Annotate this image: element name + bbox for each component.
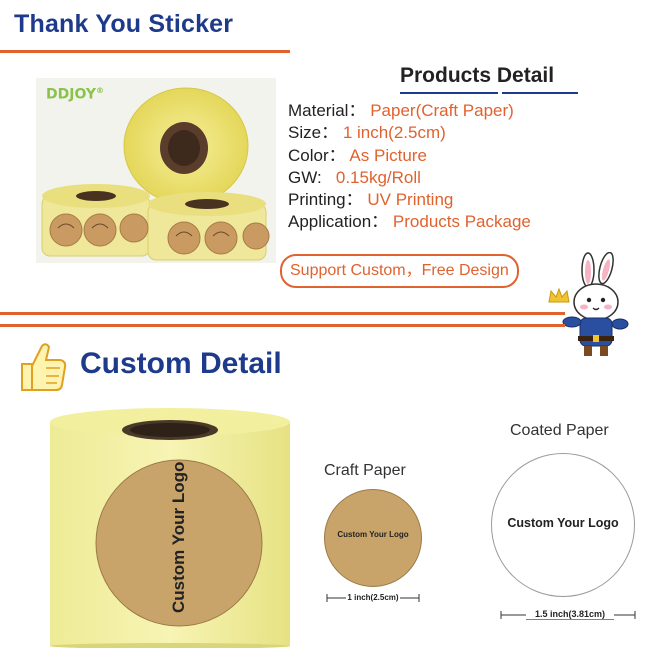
thumbs-up-icon (16, 338, 68, 394)
page-title: Thank You Sticker (14, 10, 234, 38)
coated-logo-placeholder: Custom Your Logo (507, 516, 619, 530)
detail-value: Paper(Craft Paper) (370, 101, 514, 120)
craft-paper-sticker: Custom Your Logo (324, 489, 422, 587)
detail-row-application: Application： Products Package (288, 211, 531, 233)
detail-label: Color： (288, 145, 346, 165)
products-detail-heading-part2: Detail (496, 64, 555, 87)
header-divider (0, 50, 290, 53)
products-detail-heading: Products Detail (400, 64, 554, 88)
detail-row-color: Color： As Picture (288, 145, 531, 167)
detail-value: Products Package (392, 212, 531, 232)
products-detail-list: Material： Paper(Craft Paper) Size： 1 inc… (288, 100, 531, 234)
sticker-rolls-illustration (41, 87, 270, 261)
craft-logo-placeholder: Custom Your Logo (337, 530, 409, 539)
detail-label: Application： (288, 212, 389, 232)
detail-label: Size： (288, 123, 339, 143)
coated-paper-sticker: Custom Your Logo (491, 453, 635, 597)
crown-icon (548, 287, 570, 309)
detail-label: Material： (288, 101, 366, 120)
brand-registered-mark: ® (96, 86, 104, 95)
detail-label: GW: (288, 167, 322, 187)
detail-row-material: Material： Paper(Craft Paper) (288, 100, 531, 122)
craft-paper-label: Craft Paper (324, 462, 406, 479)
custom-detail-title: Custom Detail (80, 347, 282, 380)
craft-dimension-marker: 1 inch(2.5cm) (326, 592, 420, 604)
detail-value: 0.15kg/Roll (335, 167, 421, 187)
detail-label: Printing： (288, 190, 363, 210)
bunny-mascot-icon (548, 251, 636, 362)
craft-dimension-label: 1 inch(2.5cm) (347, 593, 399, 602)
section-divider-top (0, 312, 565, 315)
heading-underline-left (400, 92, 498, 94)
product-photo: DDJOY® (36, 78, 276, 263)
section-divider-bottom (0, 324, 565, 327)
brand-logo: DDJOY® (46, 86, 104, 103)
detail-value: 1 inch(2.5cm) (342, 123, 446, 143)
coated-paper-label: Coated Paper (510, 422, 609, 439)
custom-roll-illustration: Custom Your Logo (50, 408, 290, 649)
coated-dimension-label: 1.5 inch(3.81cm) (526, 609, 614, 620)
coated-dimension-marker: 1.5 inch(3.81cm) (500, 609, 636, 621)
products-detail-heading-part1: Products (400, 64, 492, 87)
detail-value: UV Printing (367, 190, 454, 210)
roll-logo-placeholder: Custom Your Logo (169, 461, 188, 613)
detail-value: As Picture (349, 145, 427, 165)
heading-underline-right (502, 92, 578, 94)
brand-logo-text: DDJOY (46, 86, 96, 103)
detail-row-printing: Printing： UV Printing (288, 189, 531, 211)
detail-row-gw: GW: 0.15kg/Roll (288, 167, 531, 189)
support-custom-badge: Support Custom，Free Design (280, 254, 519, 288)
detail-row-size: Size： 1 inch(2.5cm) (288, 122, 531, 144)
